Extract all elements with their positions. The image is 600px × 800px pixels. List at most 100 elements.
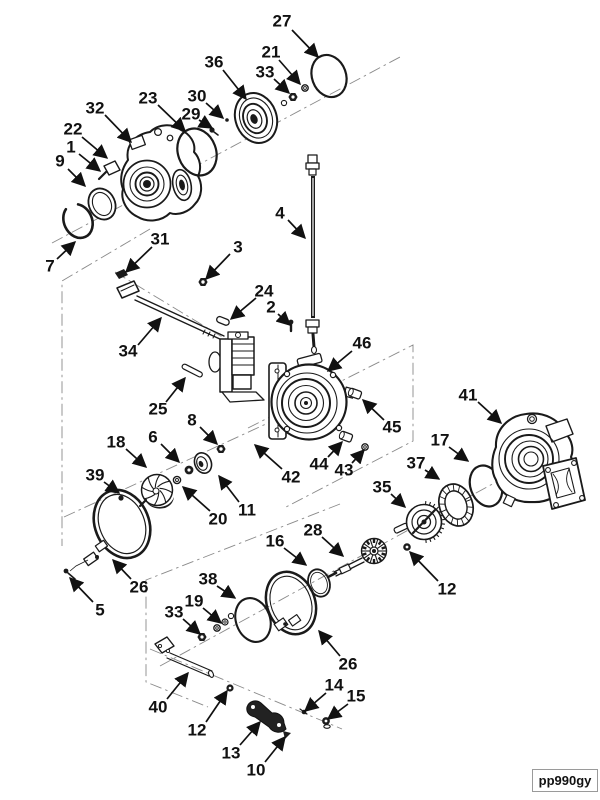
callout-17: 17 — [431, 431, 470, 462]
callout-label: 46 — [353, 334, 372, 353]
callout-26: 26 — [318, 629, 358, 674]
callout-label: 22 — [64, 120, 83, 139]
callout-3: 3 — [204, 238, 243, 281]
callout-44: 44 — [310, 440, 343, 474]
callout-23: 23 — [139, 89, 187, 133]
callout-46: 46 — [326, 334, 372, 372]
callout-label: 3 — [233, 238, 242, 257]
callout-36: 36 — [205, 53, 247, 101]
callout-label: 11 — [238, 501, 256, 520]
callout-28: 28 — [304, 521, 345, 557]
part-retaining-ring-7 — [62, 202, 94, 240]
part-nut-33-bottom — [197, 633, 207, 641]
callout-label: 45 — [383, 418, 402, 437]
callout-label: 33 — [165, 603, 184, 622]
callout-label: 26 — [339, 655, 358, 674]
callout-6: 6 — [148, 428, 181, 464]
callout-35: 35 — [373, 478, 407, 508]
part-plug-44 — [338, 430, 354, 443]
callout-14: 14 — [303, 676, 344, 712]
callout-38: 38 — [199, 570, 237, 599]
callout-10: 10 — [247, 735, 286, 780]
part-oil-drain-tube-40 — [154, 636, 215, 678]
callout-label: 27 — [273, 12, 292, 31]
figure-code-box: pp990gy — [532, 769, 598, 792]
callout-label: 28 — [304, 521, 323, 540]
part-ring-20 — [172, 475, 182, 485]
part-nut-3 — [198, 278, 208, 286]
part-turbine-housing-41 — [491, 412, 586, 510]
callout-39: 39 — [86, 466, 121, 494]
callout-43: 43 — [335, 448, 365, 480]
callout-label: 36 — [205, 53, 224, 72]
callout-label: 38 — [199, 570, 218, 589]
callout-label: 23 — [139, 89, 158, 108]
callout-label: 35 — [373, 478, 392, 497]
part-screw-29 — [209, 127, 219, 136]
callout-20: 20 — [181, 486, 228, 529]
callout-40: 40 — [149, 671, 189, 717]
callout-24: 24 — [229, 282, 274, 320]
callout-label: 30 — [188, 87, 207, 106]
callout-label: 21 — [262, 43, 281, 62]
part-pin-25 — [181, 363, 203, 378]
part-seal-plate-36 — [233, 92, 279, 144]
callout-11: 11 — [218, 474, 256, 520]
part-nut-39 — [118, 495, 124, 501]
part-clip-31 — [115, 269, 128, 279]
part-plug-45 — [347, 387, 363, 400]
part-washer-43 — [361, 443, 369, 451]
part-nut-12-bottom — [226, 684, 234, 692]
part-nozzle-ring-35 — [393, 501, 445, 543]
callout-label: 17 — [431, 431, 450, 450]
callout-label: 7 — [45, 257, 54, 276]
callout-label: 20 — [209, 510, 228, 529]
part-ring-16 — [307, 568, 331, 598]
callout-34: 34 — [119, 316, 162, 361]
part-seal-ring-9 — [87, 187, 117, 221]
callout-label: 31 — [151, 230, 170, 249]
callout-7: 7 — [45, 241, 77, 276]
callout-label: 25 — [149, 400, 168, 419]
callout-label: 39 — [86, 466, 105, 485]
callout-9: 9 — [55, 152, 87, 188]
callout-31: 31 — [124, 230, 170, 274]
callout-label: 13 — [222, 744, 241, 763]
part-washer-6 — [184, 465, 194, 475]
part-seal-disc-11 — [193, 451, 213, 475]
callout-22: 22 — [64, 120, 109, 159]
part-washers-19 — [213, 612, 235, 632]
callout-label: 2 — [266, 298, 275, 317]
callout-label: 19 — [185, 592, 204, 611]
part-nut-8 — [216, 445, 226, 453]
callout-19: 19 — [185, 592, 223, 624]
callout-1: 1 — [66, 138, 102, 172]
part-bracket-13 — [246, 700, 287, 733]
callout-4: 4 — [275, 204, 306, 240]
callout-label: 1 — [66, 138, 75, 157]
callout-label: 41 — [459, 386, 478, 405]
callout-label: 26 — [130, 578, 149, 597]
callout-label: 9 — [55, 152, 64, 171]
callout-label: 15 — [347, 687, 366, 706]
callout-45: 45 — [361, 399, 402, 437]
callout-label: 37 — [407, 454, 426, 473]
callout-label: 10 — [247, 761, 266, 780]
callout-label: 14 — [325, 676, 344, 695]
part-turbine-shaft-wheel-28 — [326, 537, 388, 579]
part-compressor-housing-32 — [120, 124, 203, 222]
callout-label: 5 — [95, 601, 104, 620]
callout-42: 42 — [253, 444, 300, 487]
callout-label: 6 — [148, 428, 157, 447]
callout-30: 30 — [188, 87, 225, 119]
callout-label: 12 — [438, 580, 457, 599]
callout-33: 33 — [256, 63, 291, 94]
part-actuator-rod-34 — [116, 280, 225, 341]
callout-label: 34 — [119, 342, 138, 361]
part-nut-12-right — [403, 543, 411, 551]
callout-37: 37 — [407, 454, 441, 480]
callout-label: 24 — [255, 282, 274, 301]
